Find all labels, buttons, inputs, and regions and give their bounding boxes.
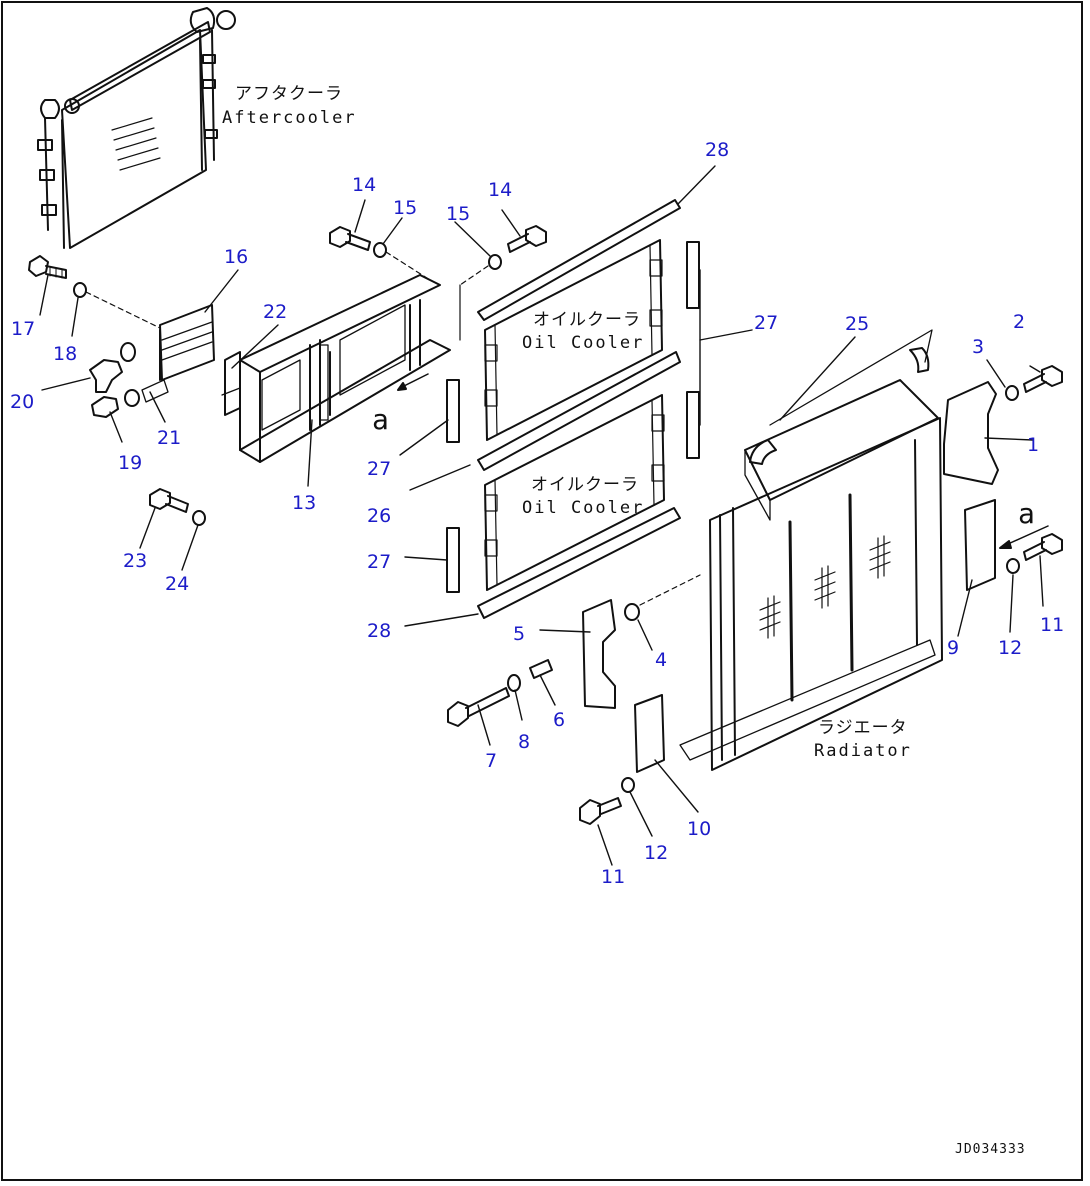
view-mark-a-left: a — [372, 403, 389, 436]
washer-8-drawing — [507, 674, 521, 692]
oil-cooler-upper-drawing — [484, 239, 663, 441]
strip-26-drawing — [477, 351, 681, 471]
callout-11-right: 11 — [1040, 614, 1065, 636]
leader-14-right — [459, 265, 489, 286]
callout-26: 26 — [367, 505, 392, 527]
strip-27-right-upper-drawing — [686, 241, 700, 309]
aftercooler-label-jp: アフタクーラ — [235, 84, 343, 104]
radiator-label-en: Radiator — [814, 741, 912, 761]
washer-12-right-drawing — [1006, 558, 1020, 574]
callout-27-left-lower: 27 — [367, 551, 392, 573]
leader-4-radiator — [639, 574, 701, 606]
aftercooler-drawing — [37, 7, 236, 249]
bolt-7-drawing — [447, 687, 510, 727]
bolt-17-drawing — [28, 255, 67, 279]
bolt-14-left-drawing — [329, 226, 371, 251]
washer-24-drawing — [192, 510, 206, 526]
callout-21: 21 — [157, 427, 182, 449]
frame-13-drawing — [239, 274, 451, 463]
washer-15-right-drawing — [488, 254, 502, 270]
aftercooler-label-en: Aftercooler — [222, 108, 357, 128]
hose-25-left-drawing — [749, 439, 777, 465]
cover-10-drawing — [634, 694, 665, 773]
view-arrow-right — [1007, 525, 1049, 545]
view-arrow-left-head — [397, 382, 407, 391]
callout-10: 10 — [687, 818, 712, 840]
callout-6: 6 — [553, 709, 566, 731]
washer-3-drawing — [1005, 385, 1019, 401]
callout-28-lower: 28 — [367, 620, 392, 642]
oil-cooler-upper-label-en: Oil Cooler — [522, 333, 645, 353]
strip-27-left-upper-drawing — [446, 379, 460, 443]
bracket-1-drawing — [943, 381, 999, 485]
callout-27-left-upper: 27 — [367, 458, 392, 480]
callout-14-right: 14 — [488, 179, 513, 201]
callout-22: 22 — [263, 301, 288, 323]
leader-17-18 — [85, 291, 161, 329]
callout-18: 18 — [53, 343, 78, 365]
callout-11-bottom: 11 — [601, 866, 626, 888]
callout-13: 13 — [292, 492, 317, 514]
bolt-11-right-drawing — [1023, 533, 1063, 561]
strip-27-right-lower-drawing — [686, 391, 700, 459]
strip-27-left-lower-drawing — [446, 527, 460, 593]
washer-12-bottom-drawing — [621, 777, 635, 793]
radiator-drawing — [679, 379, 943, 771]
leader-25-span — [769, 329, 933, 426]
callout-8: 8 — [518, 731, 531, 753]
callout-17: 17 — [11, 318, 36, 340]
callout-23: 23 — [123, 550, 148, 572]
callout-1: 1 — [1027, 434, 1040, 456]
oil-cooler-upper-label-jp: オイルクーラ — [533, 310, 641, 330]
callout-19: 19 — [118, 452, 143, 474]
callout-2: 2 — [1013, 311, 1026, 333]
callout-5: 5 — [513, 623, 526, 645]
connector-19-drawing — [91, 389, 140, 418]
bolt-11-bottom-drawing — [579, 797, 622, 825]
callout-14-left: 14 — [352, 174, 377, 196]
callout-4: 4 — [655, 649, 668, 671]
oil-cooler-lower-label-en: Oil Cooler — [522, 498, 645, 518]
bracket-5-drawing — [582, 599, 616, 709]
oil-cooler-lower-drawing — [484, 394, 665, 591]
gasket-21-drawing — [141, 379, 169, 403]
callout-27-right: 27 — [754, 312, 779, 334]
callout-15-right: 15 — [446, 203, 471, 225]
view-mark-a-right: a — [1018, 497, 1035, 530]
spacer-6-drawing — [529, 659, 553, 679]
callout-15-left: 15 — [393, 197, 418, 219]
callout-3: 3 — [972, 336, 985, 358]
bolt-14-right-drawing — [507, 225, 547, 253]
callout-12-right: 12 — [998, 637, 1023, 659]
oil-cooler-lower-label-jp: オイルクーラ — [531, 475, 639, 495]
callout-25: 25 — [845, 313, 870, 335]
washer-18-drawing — [73, 282, 87, 298]
washer-15-left-drawing — [373, 242, 387, 258]
leader-lines — [39, 165, 1044, 866]
radiator-label-jp: ラジエータ — [818, 718, 908, 738]
bracket-16-drawing — [159, 304, 215, 381]
callout-20: 20 — [10, 391, 35, 413]
callout-12-bottom: 12 — [644, 842, 669, 864]
bracket-22-drawing — [221, 351, 241, 416]
elbow-20-drawing — [89, 342, 136, 393]
bolt-2-drawing — [1023, 365, 1063, 393]
callout-24: 24 — [165, 573, 190, 595]
callout-16: 16 — [224, 246, 249, 268]
cover-9-drawing — [964, 499, 996, 591]
view-arrow-right-head — [999, 540, 1012, 549]
bolt-23-drawing — [149, 488, 189, 513]
callout-28-upper: 28 — [705, 139, 730, 161]
strip-28-lower-drawing — [477, 507, 681, 619]
hose-25-right-drawing — [909, 347, 930, 373]
callout-7: 7 — [485, 750, 498, 772]
collar-4-drawing — [624, 603, 640, 621]
strip-28-upper-drawing — [477, 199, 681, 321]
callout-9: 9 — [947, 637, 960, 659]
leader-14-left — [385, 251, 431, 281]
drawing-code: JD034333 — [955, 1142, 1026, 1157]
